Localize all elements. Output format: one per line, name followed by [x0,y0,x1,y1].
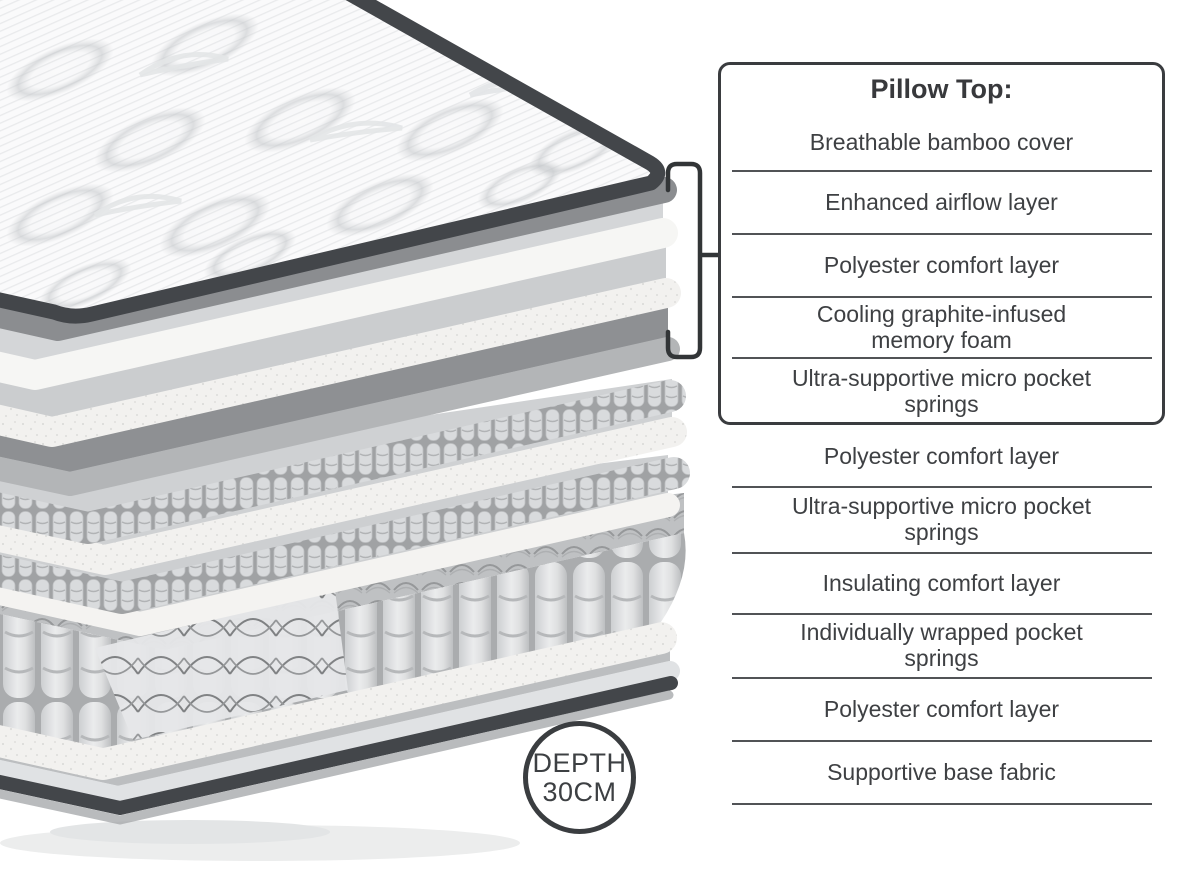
divider [732,677,1152,679]
row-cooling-graphite-memory-foam: Cooling graphite-infused memory foam [816,300,1067,353]
row-micro-pocket-springs-1: Ultra-supportive micro pocket springs [791,364,1092,417]
divider [732,233,1152,235]
row-enhanced-airflow-layer: Enhanced airflow layer [825,188,1058,215]
mattress-illustration [0,0,720,861]
quilt-dimples [6,13,622,312]
layer-pillow-top [0,0,677,341]
ground-shadow [0,820,520,861]
divider [732,613,1152,615]
row-insulating-comfort-layer: Insulating comfort layer [822,569,1061,596]
depth-badge: DEPTH 30CM [523,721,636,834]
pillow-top-box [718,62,1165,425]
depth-badge-value: 30CM [542,776,617,807]
divider [732,170,1152,172]
spring-coils-cutaway [95,590,348,740]
divider [732,296,1152,298]
layer-micro-springs-2 [0,457,690,614]
divider [732,552,1152,554]
row-polyester-comfort-layer-3: Polyester comfort layer [823,695,1060,722]
pillow-top-title: Pillow Top: [870,73,1013,104]
divider [732,357,1152,359]
row-polyester-comfort-layer-1: Polyester comfort layer [823,251,1060,278]
row-individually-wrapped-pocket-springs: Individually wrapped pocket springs [800,619,1083,671]
row-micro-pocket-springs-2: Ultra-supportive micro pocket springs [791,493,1092,545]
divider [732,740,1152,742]
row-supportive-base-fabric: Supportive base fabric [827,758,1056,785]
divider [732,803,1152,805]
row-breathable-bamboo-cover: Breathable bamboo cover [809,129,1074,155]
pillow-top-bracket-icon [665,161,720,360]
layer-micro-springs-1 [0,380,686,544]
depth-badge-label: DEPTH [532,747,627,778]
row-polyester-comfort-layer-2: Polyester comfort layer [823,442,1060,469]
pillow-top-piping [0,0,666,324]
divider [732,486,1152,488]
